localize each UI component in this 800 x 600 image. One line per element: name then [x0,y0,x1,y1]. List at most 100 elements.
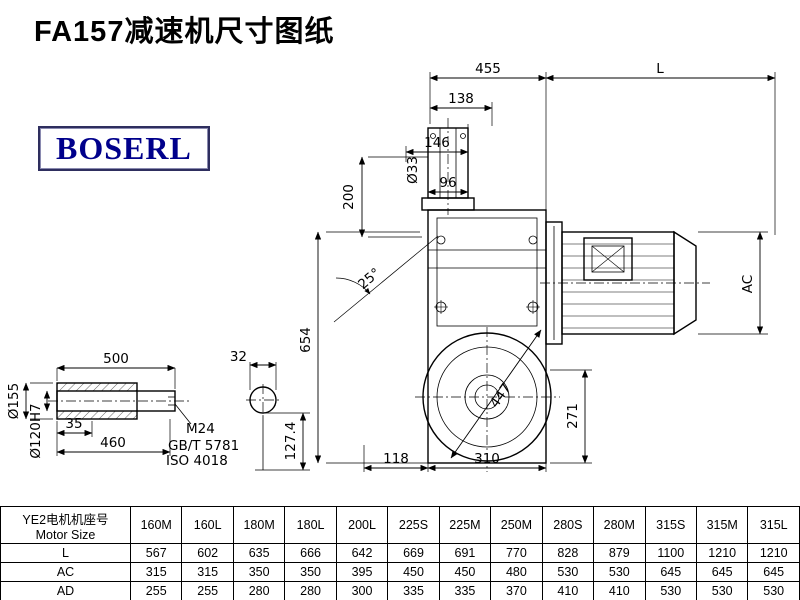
standard-iso-label: ISO 4018 [166,453,228,469]
size-col-header: 160L [181,506,234,544]
dim-96-label: 96 [439,175,456,191]
table-cell: 315 [181,562,234,582]
motor-terminal-box [583,237,633,281]
size-col-header: 315L [747,506,800,544]
table-cell: 255 [129,581,183,600]
brand-logo: BOSERL [38,126,210,171]
table-cell: 669 [387,543,440,563]
dim-146-label: 146 [424,135,450,151]
table-cell: 1210 [695,543,749,563]
dimension-labels: 455 L 138 146 96 Ø33 200 25° 654 AC 447 … [6,61,756,469]
dim-127-label: 127.4 [283,422,299,461]
size-col-header: 180L [284,506,337,544]
shaft-cross-section [246,384,280,470]
table-cell: 530 [695,581,749,600]
size-col-header: 200L [335,506,389,544]
row-label-AC: AC [0,562,131,582]
table-cell: 635 [232,543,286,563]
table-cell: 530 [747,581,800,600]
dim-500-label: 500 [103,351,129,367]
dimension-lines [22,74,776,472]
dim-AC-label: AC [740,275,756,293]
shaft-bore [56,390,176,412]
table-cell: 370 [490,581,543,600]
dim-32-label: 32 [230,349,247,365]
dim-118-label: 118 [383,451,409,467]
table-cell: 350 [284,562,337,582]
dim-654-label: 654 [298,327,314,353]
dim-138-label: 138 [448,91,474,107]
table-row-AD: AD 255 255 280 280 300 335 335 370 410 4… [0,581,800,600]
motor-size-table: YE2电机机座号 Motor Size 160M 160L 180M 180L … [0,506,800,600]
motor-size-header-cn: YE2电机机座号 [22,512,109,527]
table-header-row: YE2电机机座号 Motor Size 160M 160L 180M 180L … [0,506,800,544]
table-cell: 691 [438,543,492,563]
shaft-detail [48,382,192,425]
thread-m24-label: M24 [186,421,215,437]
dim-271-label: 271 [565,403,581,429]
dim-310-label: 310 [474,451,500,467]
table-cell: 530 [644,581,697,600]
table-cell: 410 [541,581,595,600]
motor-fan-cover [673,230,697,336]
motor-size-header-en: Motor Size [35,527,96,542]
table-cell: 770 [490,543,543,563]
table-cell: 530 [541,562,595,582]
table-cell: 300 [335,581,389,600]
motor-outline [540,221,710,345]
table-cell: 567 [129,543,183,563]
dim-25deg-label: 25° [355,265,384,293]
table-cell: 315 [129,562,183,582]
table-cell: 828 [541,543,595,563]
table-row-L: L 567 602 635 666 642 669 691 770 828 87… [0,543,800,563]
dim-dia33-label: Ø33 [405,156,421,184]
dim-35-label: 35 [65,416,82,432]
standard-gbt-label: GB/T 5781 [168,438,239,454]
size-col-header: 225S [387,506,440,544]
table-cell: 879 [593,543,646,563]
size-col-header: 315M [695,506,749,544]
size-col-header: 280M [593,506,646,544]
dim-447-label: 447 [487,381,515,411]
table-row-AC: AC 315 315 350 350 395 450 450 480 530 5… [0,562,800,582]
size-col-header: 315S [644,506,697,544]
table-cell: 642 [335,543,389,563]
table-cell: 450 [438,562,492,582]
table-cell: 280 [232,581,286,600]
table-cell: 350 [232,562,286,582]
size-col-header: 250M [490,506,543,544]
page-title: FA157减速机尺寸图纸 [34,16,335,48]
table-cell: 450 [387,562,440,582]
dim-200-label: 200 [341,184,357,210]
table-cell: 645 [644,562,697,582]
row-label-L: L [0,543,131,563]
dim-460-label: 460 [100,435,126,451]
table-cell: 335 [438,581,492,600]
table-cell: 395 [335,562,389,582]
table-cell: 645 [747,562,800,582]
dim-dia155-label: Ø155 [6,383,22,419]
dim-455-label: 455 [475,61,501,77]
dim-L-label: L [656,61,664,77]
table-cell: 645 [695,562,749,582]
motor-size-header: YE2电机机座号 Motor Size [0,506,131,544]
gearbox-outline [415,118,560,472]
extension-lines [30,72,776,472]
table-cell: 410 [593,581,646,600]
technical-drawing: 455 L 138 146 96 Ø33 200 25° 654 AC 447 … [6,61,776,472]
table-cell: 1100 [644,543,697,563]
size-col-header: 225M [438,506,492,544]
size-col-header: 160M [129,506,183,544]
size-col-header: 280S [541,506,595,544]
table-cell: 280 [284,581,337,600]
table-cell: 530 [593,562,646,582]
table-cell: 335 [387,581,440,600]
row-label-AD: AD [0,581,131,600]
dim-dia120-label: Ø120H7 [28,403,44,458]
table-cell: 480 [490,562,543,582]
table-cell: 1210 [747,543,800,563]
brand-logo-text: BOSERL [56,130,192,166]
table-cell: 666 [284,543,337,563]
table-cell: 602 [181,543,234,563]
